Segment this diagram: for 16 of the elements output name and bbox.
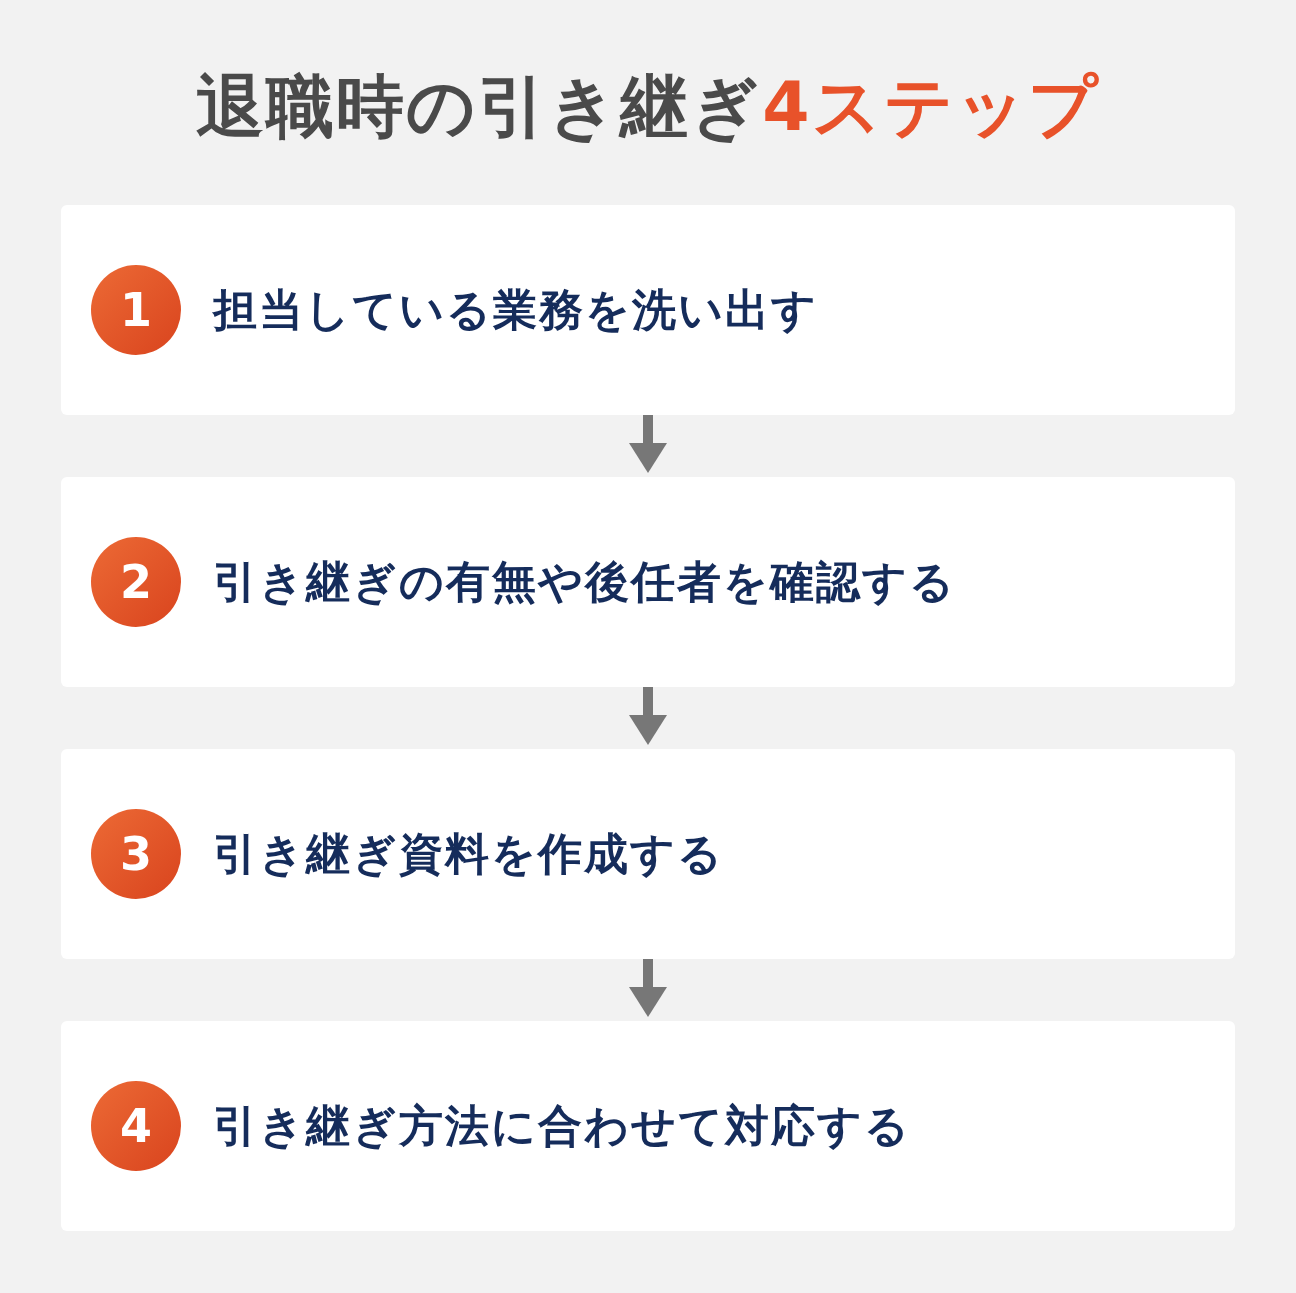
step-number-circle: 4 — [91, 1081, 181, 1171]
step-text: 引き継ぎ資料を作成する — [213, 826, 724, 881]
step-number-circle: 3 — [91, 809, 181, 899]
step-card — [61, 477, 1235, 687]
step-number-circle: 1 — [91, 265, 181, 355]
step-card — [61, 749, 1235, 959]
step-text: 引き継ぎの有無や後任者を確認する — [213, 554, 956, 609]
step-card — [61, 205, 1235, 415]
step-number-circle: 2 — [91, 537, 181, 627]
step-text: 担当している業務を洗い出す — [213, 282, 818, 337]
down-arrow — [629, 959, 667, 1017]
down-arrow — [629, 687, 667, 745]
step-text: 引き継ぎ方法に合わせて対応する — [213, 1098, 911, 1153]
diagram-title: 退職時の引き継ぎ4ステップ — [195, 66, 1101, 148]
down-arrow — [629, 415, 667, 473]
step-card — [61, 1021, 1235, 1231]
